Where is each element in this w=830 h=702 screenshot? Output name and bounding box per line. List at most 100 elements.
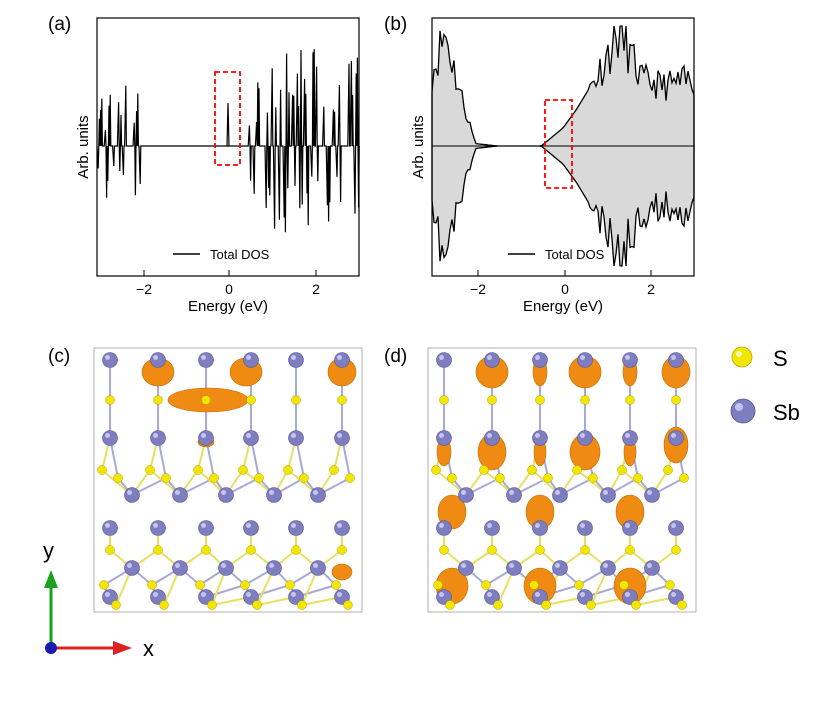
sb-atom [102, 352, 118, 368]
s-atom [201, 395, 211, 405]
sb-atom-shine [201, 592, 206, 597]
sb-atom-shine [246, 433, 251, 438]
sb-atom-shine [105, 433, 110, 438]
s-atom [663, 465, 673, 475]
sb-atom-shine [175, 490, 180, 495]
s-atom [99, 580, 109, 590]
sb-atom-shine [313, 490, 318, 495]
sb-atom-shine [153, 523, 158, 528]
dos-a-curve [96, 49, 360, 233]
s-atom [113, 473, 123, 483]
s-atom [145, 465, 155, 475]
s-atom [574, 580, 584, 590]
sb-atom-shine [603, 490, 608, 495]
sb-atom [622, 430, 638, 446]
sb-atom [172, 487, 188, 503]
sb-atom-shine [246, 592, 251, 597]
sb-atom-shine [461, 490, 466, 495]
sb-atom [288, 352, 304, 368]
dos-a-line [96, 49, 360, 233]
sb-atom [102, 520, 118, 536]
sb-atom [150, 520, 166, 536]
sb-atom [552, 560, 568, 576]
sb-atom-shine [671, 433, 676, 438]
sb-atom-shine [487, 592, 492, 597]
sb-atom [243, 352, 259, 368]
s-atom [580, 395, 590, 405]
sb-atom [600, 487, 616, 503]
s-atom [625, 395, 635, 405]
s-atom [479, 465, 489, 475]
sb-atom [310, 487, 326, 503]
sb-atom-shine [580, 523, 585, 528]
sb-atom-shine [580, 355, 585, 360]
dos-b-xtick: 0 [561, 281, 569, 297]
dos-b-ylabel: Arb. units [410, 115, 427, 178]
sb-atom-shine [647, 563, 652, 568]
sb-atom-shine [487, 355, 492, 360]
s-atom [337, 545, 347, 555]
s-atom-highlight [736, 351, 742, 357]
s-atom [193, 465, 203, 475]
s-atom [481, 580, 491, 590]
s-atom [433, 580, 443, 590]
dos-b-highlight-box [544, 99, 573, 189]
s-atom [97, 465, 107, 475]
sb-atom-shine [269, 490, 274, 495]
s-atom [111, 600, 121, 610]
sb-atom-shine [461, 563, 466, 568]
s-atom [572, 465, 582, 475]
sb-atom-shine [625, 592, 630, 597]
sb-atom-shine [580, 592, 585, 597]
sb-atom [150, 352, 166, 368]
sb-atom [198, 430, 214, 446]
panel-c: (c) [48, 346, 363, 613]
sb-atom-label: Sb [773, 400, 800, 425]
dos-b-legend-label: Total DOS [545, 247, 605, 262]
dos-a-xtick: −2 [136, 281, 152, 297]
s-atom [671, 395, 681, 405]
s-atom [254, 473, 264, 483]
sb-atom-swatch [730, 398, 756, 424]
sb-atom-shine [201, 433, 206, 438]
s-atom [671, 545, 681, 555]
sb-atom [218, 487, 234, 503]
sb-atom [436, 520, 452, 536]
sb-atom [436, 352, 452, 368]
sb-atom [484, 520, 500, 536]
s-atom [238, 465, 248, 475]
s-atom-swatch [731, 346, 753, 368]
s-atom [625, 545, 635, 555]
sb-atom [288, 520, 304, 536]
sb-atom-shine [246, 355, 251, 360]
sb-atom [288, 430, 304, 446]
s-atom [588, 473, 598, 483]
s-atom [291, 545, 301, 555]
sb-atom [243, 430, 259, 446]
s-atom [495, 473, 505, 483]
sb-atom-shine [313, 563, 318, 568]
s-atom [105, 395, 115, 405]
s-atom [329, 465, 339, 475]
sb-atom-shine [509, 563, 514, 568]
sb-atom [198, 520, 214, 536]
dos-b-xticks: −2 0 2 [470, 270, 655, 297]
s-atom [677, 600, 687, 610]
sb-atom-shine [127, 490, 132, 495]
sb-atom [506, 560, 522, 576]
sb-atom-shine [487, 523, 492, 528]
sb-atom-shine [535, 355, 540, 360]
sb-atom [266, 487, 282, 503]
sb-atom [436, 430, 452, 446]
dos-a-xtick: 2 [312, 281, 320, 297]
sb-atom-shine [535, 592, 540, 597]
sb-atom [622, 520, 638, 536]
sb-atom [577, 520, 593, 536]
sb-atom-shine [291, 433, 296, 438]
panel-c-label: (c) [48, 346, 70, 367]
s-atom [153, 545, 163, 555]
s-atom [195, 580, 205, 590]
s-atom [161, 473, 171, 483]
s-atom [631, 600, 641, 610]
panel-b: (b) −2 0 2 Energy (eV) Arb. units Total … [384, 14, 695, 315]
